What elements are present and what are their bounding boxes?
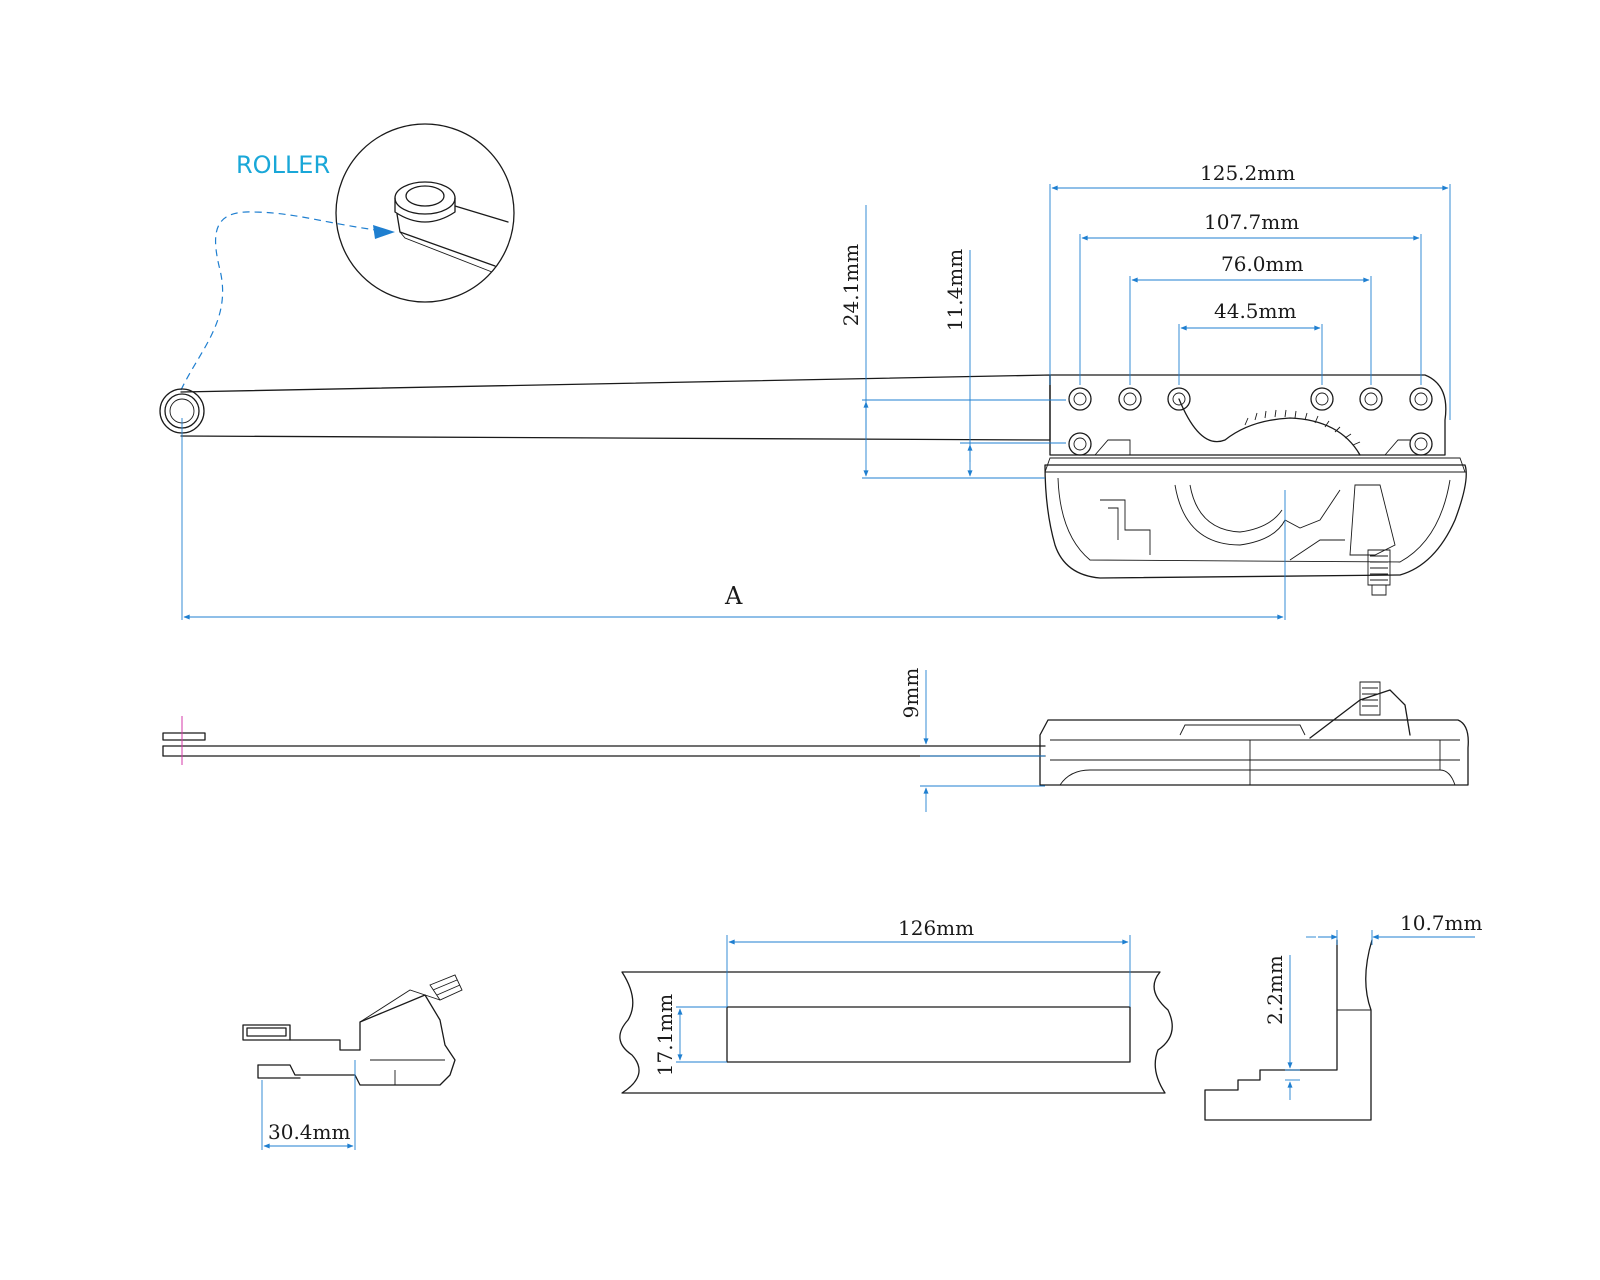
operator-arm-top-view [159,374,1467,596]
crank-spline [1367,549,1391,586]
dim-arm-length: A [724,582,743,610]
dim-overall-width: 125.2mm [1200,161,1295,185]
dim-cutout-width: 17.1mm [653,994,677,1076]
dim-hole-span-mid: 76.0mm [1221,252,1303,276]
dim-handle-offset: 30.4mm [268,1120,350,1144]
dimension-side: 9mm [899,668,1045,812]
cutout-template: 126mm 17.1mm [619,916,1173,1094]
dimension-handle: 30.4mm [261,1060,356,1150]
roller-detail [394,181,509,273]
roller-leader-line [180,211,393,391]
dim-hole-row-offset: 11.4mm [943,249,967,331]
mounting-holes [1068,387,1433,456]
dim-arm-height: 24.1mm [839,244,863,326]
cutout-slot [726,1006,1131,1063]
dimensions-top: 125.2mm 107.7mm 76.0mm 44.5mm 24.1mm 11.… [181,161,1451,620]
operator-end-view [242,974,463,1086]
operator-side-view [162,681,1469,786]
dim-profile-thickness: 9mm [899,668,923,719]
dim-hole-span-outer: 107.7mm [1204,210,1299,234]
roller-callout: ROLLER [180,123,515,391]
gear-sector [1178,398,1361,456]
dim-lip-height: 2.2mm [1263,955,1287,1025]
operator-housing [1044,464,1467,579]
sash-profile: 10.7mm 2.2mm [1204,911,1482,1121]
dim-cutout-length: 126mm [898,916,974,940]
roller-leader-arrow [373,225,395,239]
dim-hole-span-inner: 44.5mm [1214,299,1296,323]
dim-sash-offset: 10.7mm [1400,911,1482,935]
roller-detail-circle [335,123,515,303]
roller-label: ROLLER [236,151,330,179]
